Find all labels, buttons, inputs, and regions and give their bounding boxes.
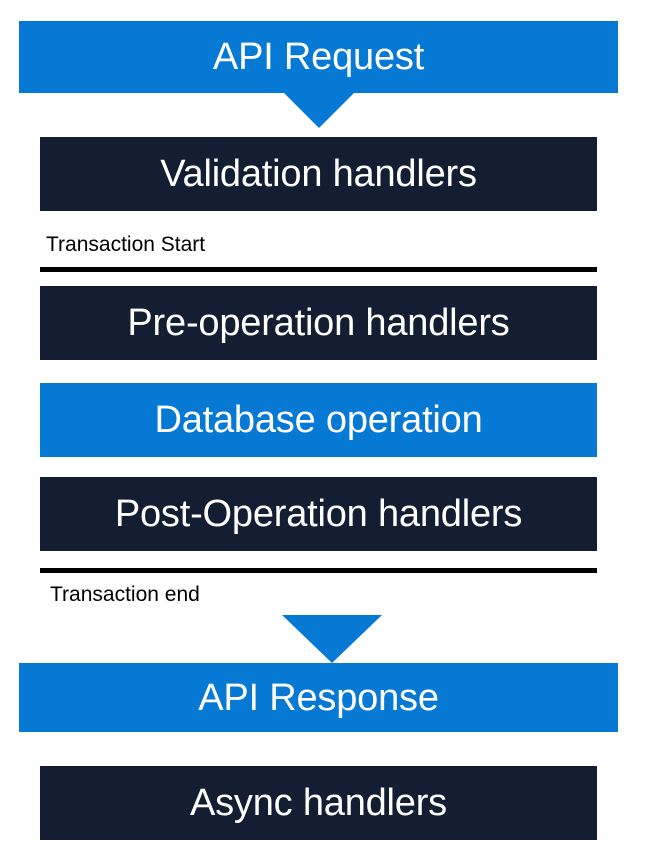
arrow-end-to-response-icon xyxy=(282,615,382,663)
arrow-request-to-validation-icon xyxy=(283,92,355,128)
node-async-handlers-label: Async handlers xyxy=(189,782,447,824)
node-post-operation-handlers[interactable]: Post-Operation handlers xyxy=(40,477,597,551)
node-api-request-label: API Request xyxy=(212,36,425,78)
node-database-operation-label: Database operation xyxy=(154,399,483,441)
marker-transaction-start-line xyxy=(40,267,597,272)
node-post-operation-handlers-label: Post-Operation handlers xyxy=(114,493,523,535)
node-api-request[interactable]: API Request xyxy=(19,21,618,93)
node-async-handlers[interactable]: Async handlers xyxy=(40,766,597,840)
node-api-response[interactable]: API Response xyxy=(19,663,618,732)
marker-transaction-end-line xyxy=(40,568,597,573)
node-api-response-label: API Response xyxy=(198,676,439,719)
node-pre-operation-handlers[interactable]: Pre-operation handlers xyxy=(40,286,597,360)
node-database-operation[interactable]: Database operation xyxy=(40,383,597,457)
node-validation-handlers[interactable]: Validation handlers xyxy=(40,137,597,211)
node-validation-handlers-label: Validation handlers xyxy=(160,153,477,195)
marker-transaction-start-label: Transaction Start xyxy=(46,233,206,256)
node-pre-operation-handlers-label: Pre-operation handlers xyxy=(127,302,510,344)
marker-transaction-end-label: Transaction end xyxy=(50,583,200,606)
